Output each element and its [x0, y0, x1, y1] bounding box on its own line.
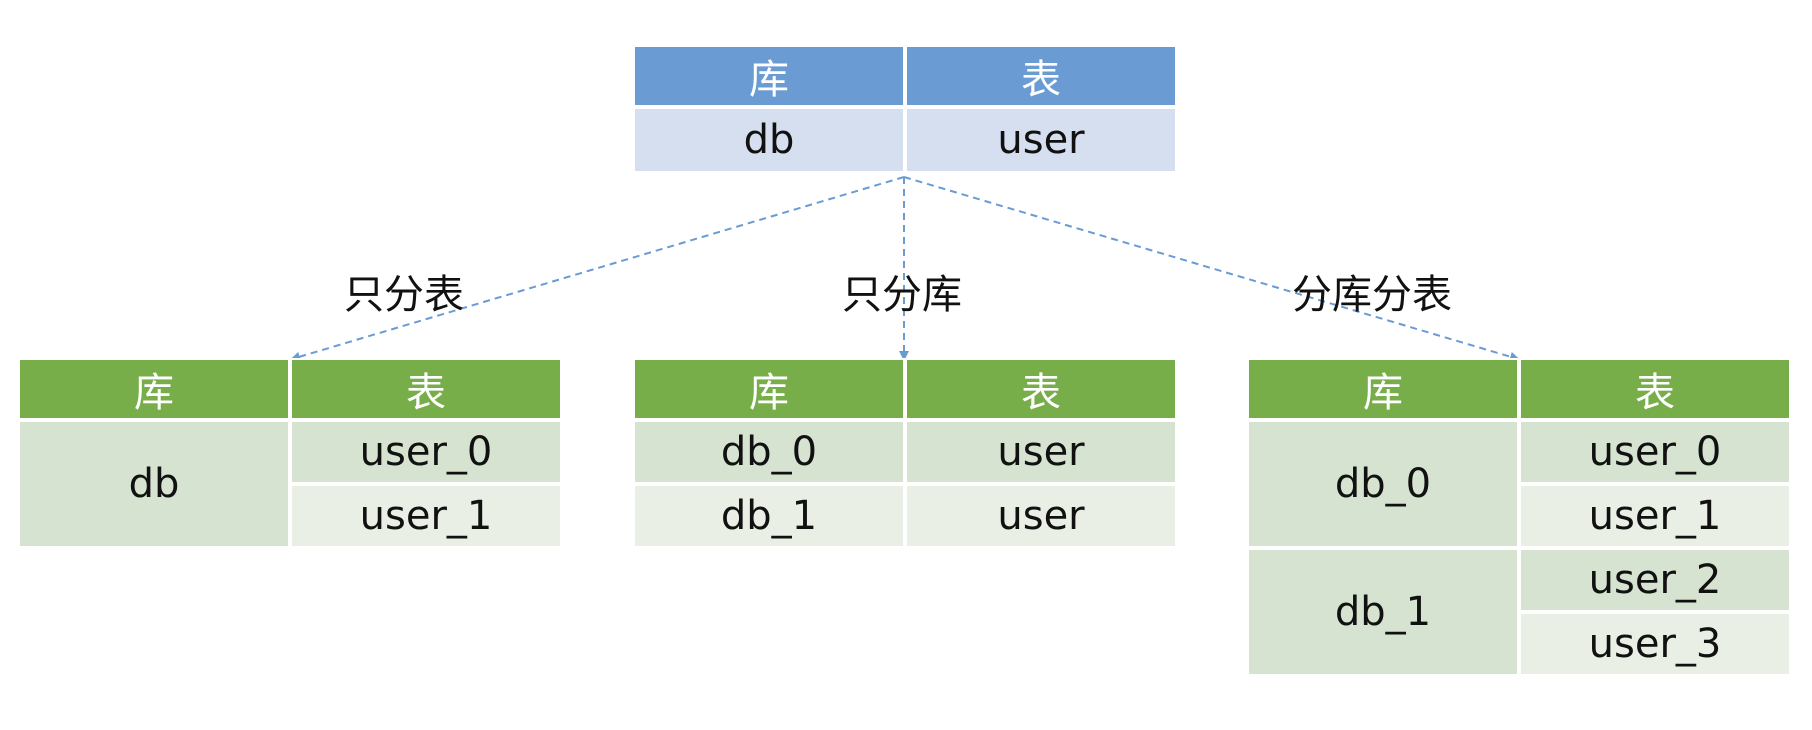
db-and-table-header-table: 表 [1519, 358, 1791, 420]
db-and-table-db-cell: db_1 [1247, 548, 1519, 676]
db-only-table-cell: user [905, 484, 1177, 548]
table-only-table-cell: user_0 [290, 420, 562, 484]
db-and-table-table-cell: user_0 [1519, 420, 1791, 484]
db-and-table-table-cell: user_1 [1519, 484, 1791, 548]
table-only-header-table: 表 [290, 358, 562, 420]
label-db-and-table: 分库分表 [1292, 272, 1452, 318]
table-only-sharding-table: 库 表 db user_0 user_1 [18, 358, 562, 548]
db-and-table-table-cell: user_2 [1519, 548, 1791, 612]
table-only-db-cell: db [18, 420, 290, 548]
label-table-only: 只分表 [344, 272, 464, 318]
source-header-db: 库 [633, 45, 905, 107]
db-and-table-db-cell: db_0 [1247, 420, 1519, 548]
table-only-header-db: 库 [18, 358, 290, 420]
db-only-header-table: 表 [905, 358, 1177, 420]
connector-table-only [290, 176, 905, 362]
db-only-sharding-table: 库 表 db_0 user db_1 user [633, 358, 1177, 548]
db-only-header-db: 库 [633, 358, 905, 420]
connector-db-and-table [903, 176, 1520, 362]
db-and-table-table-cell: user_3 [1519, 612, 1791, 676]
db-only-db-cell: db_0 [633, 420, 905, 484]
db-only-db-cell: db_1 [633, 484, 905, 548]
label-db-only: 只分库 [842, 272, 962, 318]
source-table: 库 表 db user [633, 45, 1177, 173]
source-header-table: 表 [905, 45, 1177, 107]
table-only-table-cell: user_1 [290, 484, 562, 548]
db-and-table-sharding-table: 库 表 db_0 user_0 user_1 db_1 user_2 user_… [1247, 358, 1791, 676]
db-only-table-cell: user [905, 420, 1177, 484]
db-and-table-header-db: 库 [1247, 358, 1519, 420]
source-table-cell: user [905, 107, 1177, 173]
source-db-cell: db [633, 107, 905, 173]
